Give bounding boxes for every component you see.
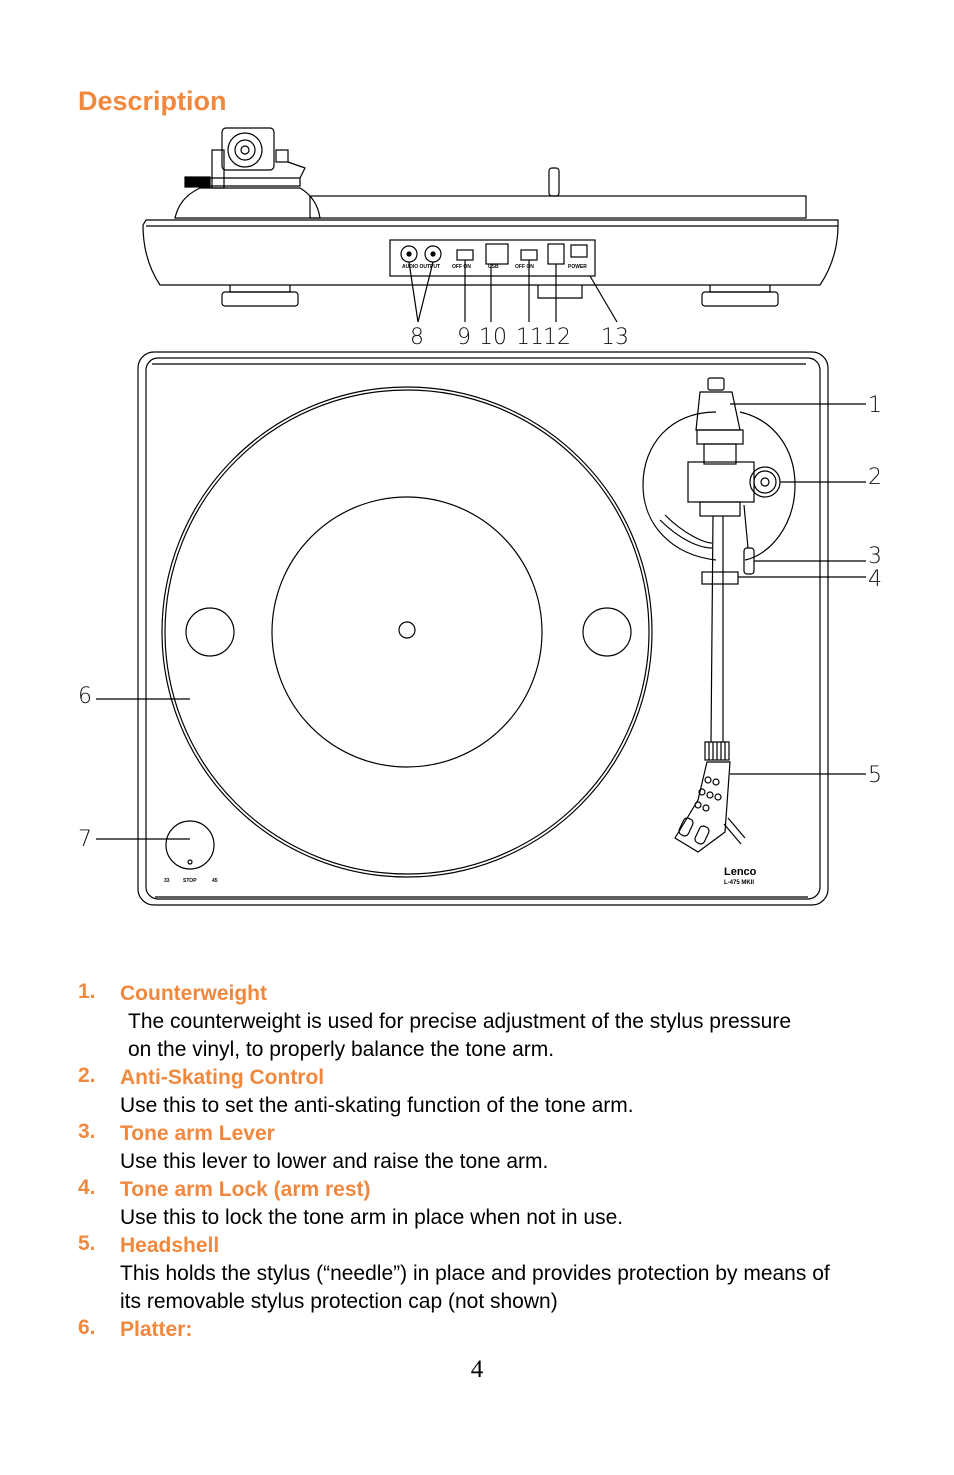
item-number: 6. <box>78 1316 96 1339</box>
callout-4: 4 <box>868 567 882 592</box>
item-number: 4. <box>78 1176 96 1199</box>
item-description: This holds the stylus (“needle”) in plac… <box>120 1262 830 1313</box>
callout-1: 1 <box>868 393 882 418</box>
callout-5: 5 <box>868 763 882 788</box>
callout-2: 2 <box>868 465 882 490</box>
item-description: Use this lever to lower and raise the to… <box>120 1150 549 1173</box>
svg-text:AUDIO OUTPUT: AUDIO OUTPUT <box>402 264 440 270</box>
model-label: L-475 MKII <box>724 880 754 886</box>
speed-label-45: 45 <box>212 878 218 884</box>
item-number: 3. <box>78 1120 96 1143</box>
item-number: 1. <box>78 980 96 1003</box>
list-item-tone-arm-lever: 3. Tone arm Lever Use this lever to lowe… <box>78 1120 878 1176</box>
svg-text:OFF ON: OFF ON <box>452 264 471 270</box>
speed-label-33: 33 <box>164 878 170 884</box>
section-title: Description <box>78 86 227 116</box>
callout-13: 13 <box>601 325 629 350</box>
item-description: Use this to lock the tone arm in place w… <box>120 1206 624 1229</box>
item-heading: Tone arm Lever <box>120 1122 275 1145</box>
turntable-diagram: AUDIO OUTPUT OFF ON USB OFF ON POWER <box>78 127 882 906</box>
callout-12: 12 <box>543 325 571 350</box>
list-item-anti-skating: 2. Anti-Skating Control Use this to set … <box>78 1064 878 1120</box>
speed-label-stop: STOP <box>183 878 197 884</box>
svg-text:OFF ON: OFF ON <box>515 264 534 270</box>
callout-9: 9 <box>457 325 471 350</box>
brand-logo: Lenco <box>724 866 757 878</box>
callout-6: 6 <box>78 684 92 709</box>
rear-view: AUDIO OUTPUT OFF ON USB OFF ON POWER <box>142 127 839 323</box>
callout-3: 3 <box>868 544 882 569</box>
description-list: 1. Counterweight The counterweight is us… <box>78 980 878 1344</box>
item-number: 5. <box>78 1232 96 1255</box>
svg-text:USB: USB <box>488 264 499 270</box>
item-heading: Counterweight <box>120 982 267 1005</box>
list-item-headshell: 5. Headshell This holds the stylus (“nee… <box>78 1232 878 1316</box>
item-description: Use this to set the anti-skating functio… <box>120 1094 634 1117</box>
item-description: The counterweight is used for precise ad… <box>128 1010 791 1061</box>
item-heading: Headshell <box>120 1234 220 1257</box>
callout-11: 11 <box>516 325 544 350</box>
item-number: 2. <box>78 1064 96 1087</box>
item-heading: Tone arm Lock (arm rest) <box>120 1178 371 1201</box>
top-view: 33 STOP 45 Lenco L-475 MKII <box>96 351 866 906</box>
callout-8: 8 <box>410 325 424 350</box>
item-heading: Platter: <box>120 1318 193 1341</box>
callout-10: 10 <box>479 325 507 350</box>
list-item-platter: 6. Platter: <box>78 1316 878 1344</box>
page-number: 4 <box>470 1356 484 1383</box>
callout-7: 7 <box>78 827 92 852</box>
list-item-tone-arm-lock: 4. Tone arm Lock (arm rest) Use this to … <box>78 1176 878 1232</box>
item-heading: Anti-Skating Control <box>120 1066 325 1089</box>
list-item-counterweight: 1. Counterweight The counterweight is us… <box>78 980 878 1064</box>
svg-text:POWER: POWER <box>568 264 587 270</box>
